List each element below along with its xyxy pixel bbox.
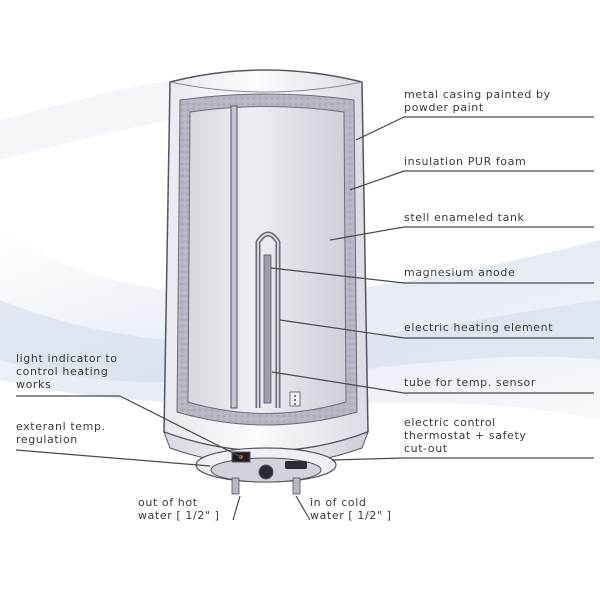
label-line: water [ 1/2" ] [138, 509, 220, 522]
label-line: control heating [16, 365, 109, 378]
label-line: magnesium anode [404, 266, 516, 279]
label-line: thermostat + safety [404, 429, 527, 442]
label-light-indicator: light indicator to control heating works [16, 352, 118, 391]
label-tank: stell enameled tank [404, 211, 524, 224]
top-pipe [230, 105, 238, 409]
label-anode: magnesium anode [404, 266, 515, 279]
label-sensor-tube: tube for temp. sensor [404, 376, 536, 389]
label-line: insulation PUR foam [404, 155, 527, 168]
label-line: cut-out [404, 442, 448, 455]
label-insulation: insulation PUR foam [404, 155, 526, 168]
label-cold-inlet: in of cold water [ 1/2" ] [310, 496, 392, 522]
cold-water-pipe [292, 477, 301, 495]
label-external-regulation: exteranl temp. regulation [16, 420, 106, 446]
label-line: regulation [16, 433, 78, 446]
label-line: out of hot [138, 496, 198, 509]
label-line: metal casing painted by [404, 88, 551, 101]
label-line: electric heating element [404, 321, 554, 334]
label-hot-outlet: out of hot water [ 1/2" ] [138, 496, 220, 522]
label-metal-casing: metal casing painted by powder paint [404, 88, 551, 114]
label-line: works [16, 378, 52, 391]
label-line: exteranl temp. [16, 420, 106, 433]
label-line: stell enameled tank [404, 211, 525, 224]
label-heating-element: electric heating element [404, 321, 553, 334]
label-line: tube for temp. sensor [404, 376, 536, 389]
label-line: electric control [404, 416, 496, 429]
magnesium-anode [263, 254, 272, 404]
label-thermostat: electric control thermostat + safety cut… [404, 416, 526, 455]
label-line: water [ 1/2" ] [310, 509, 392, 522]
label-line: in of cold [310, 496, 367, 509]
thermostat-knob [258, 464, 274, 480]
label-line: powder paint [404, 101, 484, 114]
hot-water-pipe [231, 477, 240, 495]
label-line: light indicator to [16, 352, 118, 365]
